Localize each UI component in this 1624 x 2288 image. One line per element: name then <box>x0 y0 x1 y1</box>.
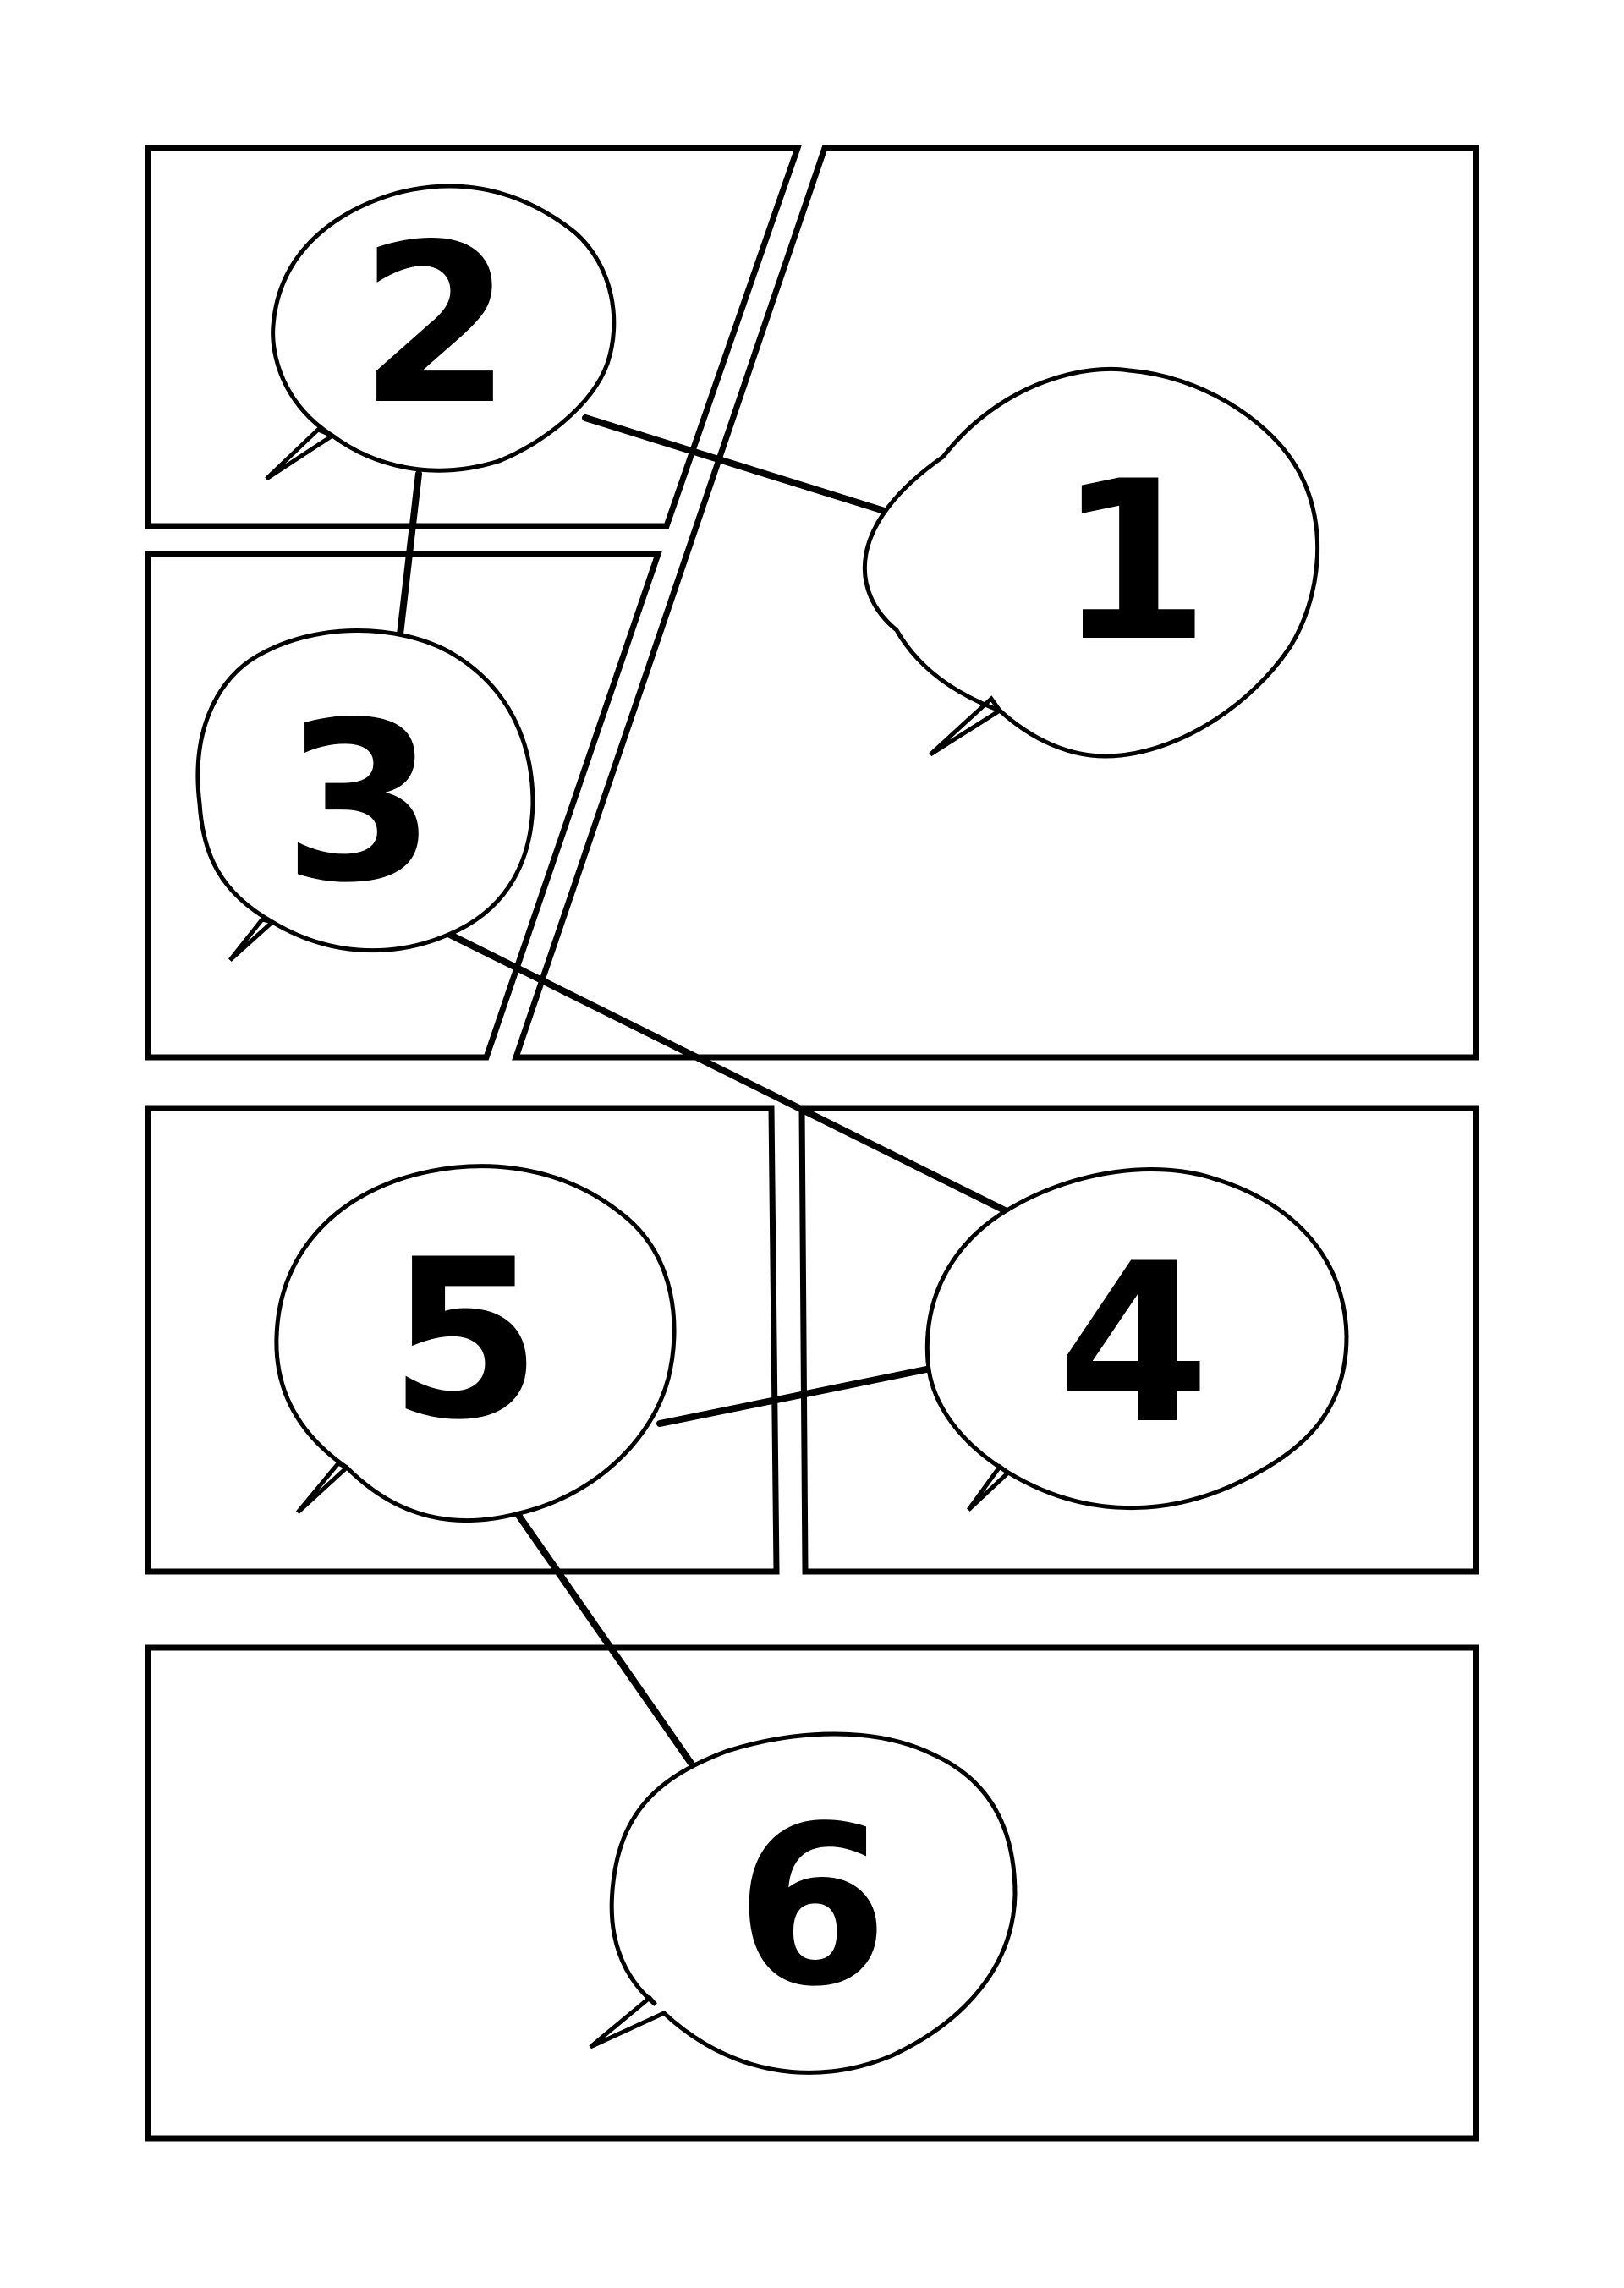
speech-bubble-4: 4 <box>924 1167 1349 1512</box>
speech-bubble-6: 6 <box>589 1731 1018 2075</box>
speech-bubble-6-outline <box>589 1731 1018 2075</box>
speech-bubbles: 1 2 3 4 5 6 <box>195 184 1349 2075</box>
speech-bubble-5: 5 <box>274 1164 677 1523</box>
connector-2-to-3 <box>397 470 422 638</box>
connector-1-to-2 <box>582 414 942 531</box>
bubble-number-1: 1 <box>1057 435 1210 690</box>
connector-4-to-5 <box>656 1363 942 1427</box>
bubble-number-3: 3 <box>283 676 436 931</box>
speech-bubble-3: 3 <box>195 628 535 962</box>
connector-3-to-4 <box>445 930 1012 1215</box>
speech-bubble-5-outline <box>274 1164 677 1523</box>
speech-bubble-1: 1 <box>862 366 1320 759</box>
bubble-number-6: 6 <box>736 1780 889 2035</box>
connector-5-to-6 <box>513 1508 695 1768</box>
speech-bubble-1-outline <box>862 366 1320 759</box>
bubble-number-5: 5 <box>389 1213 542 1468</box>
speech-bubble-4-outline <box>924 1167 1349 1512</box>
reading-order-connectors <box>397 414 1012 1768</box>
speech-bubble-2: 2 <box>265 184 617 481</box>
speech-bubble-3-outline <box>195 628 535 962</box>
speech-bubble-2-outline <box>265 184 617 481</box>
bubble-number-2: 2 <box>359 198 513 453</box>
bubble-number-4: 4 <box>1057 1217 1210 1473</box>
